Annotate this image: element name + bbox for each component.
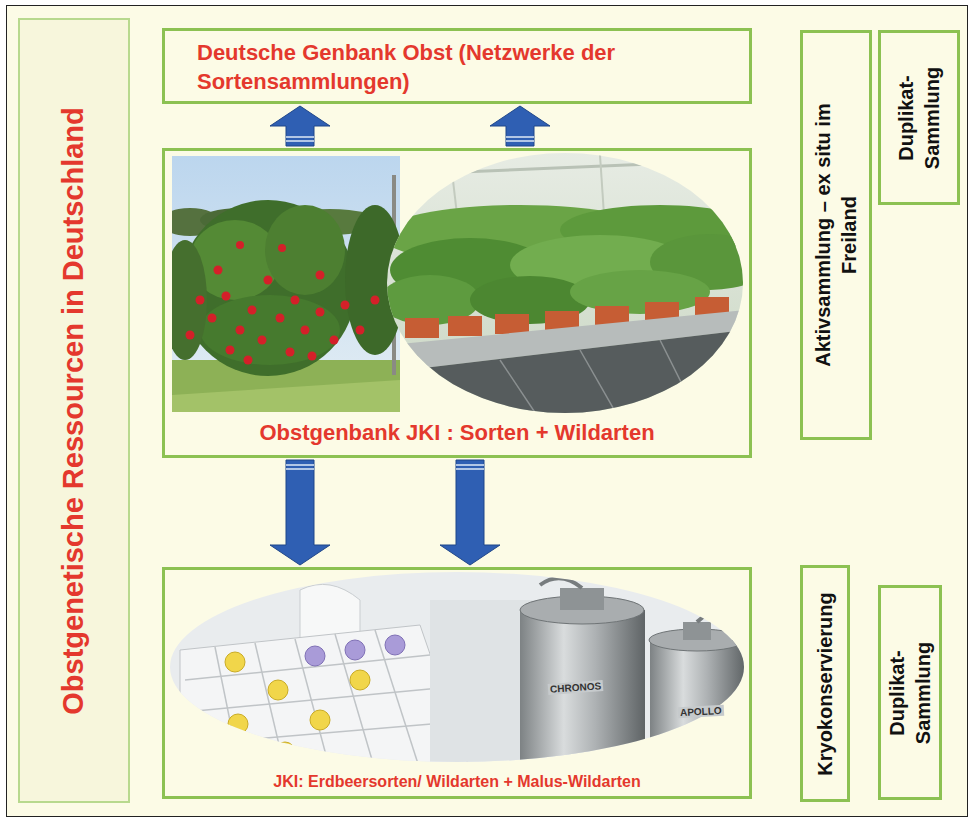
- vertical-label: Obstgenetische Ressourcen in Deutschland: [55, 107, 93, 715]
- arrow-stripe: [286, 468, 314, 470]
- duplicate-box: Duplikat-Sammlung: [878, 30, 960, 205]
- apple-tree-photo: [172, 156, 400, 412]
- strawberry-photo: [380, 150, 770, 420]
- cryo-tank-photo: [168, 570, 748, 770]
- arrow-shape: [270, 106, 330, 146]
- arrow-stripe: [506, 136, 534, 138]
- arrow-stripe: [456, 468, 484, 470]
- arrow-stripe: [456, 464, 484, 466]
- box-label: JKI: Erdbeersorten/ Wildarten + Malus-Wi…: [171, 772, 743, 793]
- obstgenbank-box: Obstgenbank JKI : Sorten + Wildarten: [162, 148, 752, 458]
- block-arrow: [440, 460, 500, 565]
- box-label: Deutsche Genbank Obst (Netzwerke der Sor…: [197, 39, 727, 96]
- cryo-label-box: Kryokonservierung: [800, 565, 850, 802]
- arrow-shape: [440, 460, 500, 565]
- genbank-box: Deutsche Genbank Obst (Netzwerke der Sor…: [162, 28, 752, 104]
- cryo-box: JKI: Erdbeersorten/ Wildarten + Malus-Wi…: [162, 567, 752, 799]
- vertical-label: Kryokonservierung: [812, 592, 838, 775]
- vertical-label: Duplikat-Sammlung: [893, 58, 945, 178]
- panel-fill: [18, 18, 130, 803]
- block-arrow: [270, 106, 330, 146]
- box-label: Obstgenbank JKI : Sorten + Wildarten: [171, 419, 743, 448]
- arrow-shape: [490, 106, 550, 146]
- arrow-stripe: [286, 464, 314, 466]
- arrow-stripe: [286, 140, 314, 142]
- arrow-stripe: [286, 136, 314, 138]
- collection-box: Aktivsammlung – ex situ im Freiland: [800, 30, 872, 440]
- tank-label: CHRONOS: [548, 680, 604, 695]
- tank-label: APOLLO: [678, 705, 724, 718]
- block-arrow: [490, 106, 550, 146]
- vertical-label: Duplikat-Sammlung: [884, 633, 936, 753]
- vertical-label: Aktivsammlung – ex situ im Freiland: [810, 70, 862, 400]
- duplicate-box: Duplikat-Sammlung: [878, 585, 942, 800]
- arrow-stripe: [506, 140, 534, 142]
- block-arrow: [270, 460, 330, 565]
- side-band: Obstgenetische Ressourcen in Deutschland: [18, 18, 130, 803]
- arrow-shape: [270, 460, 330, 565]
